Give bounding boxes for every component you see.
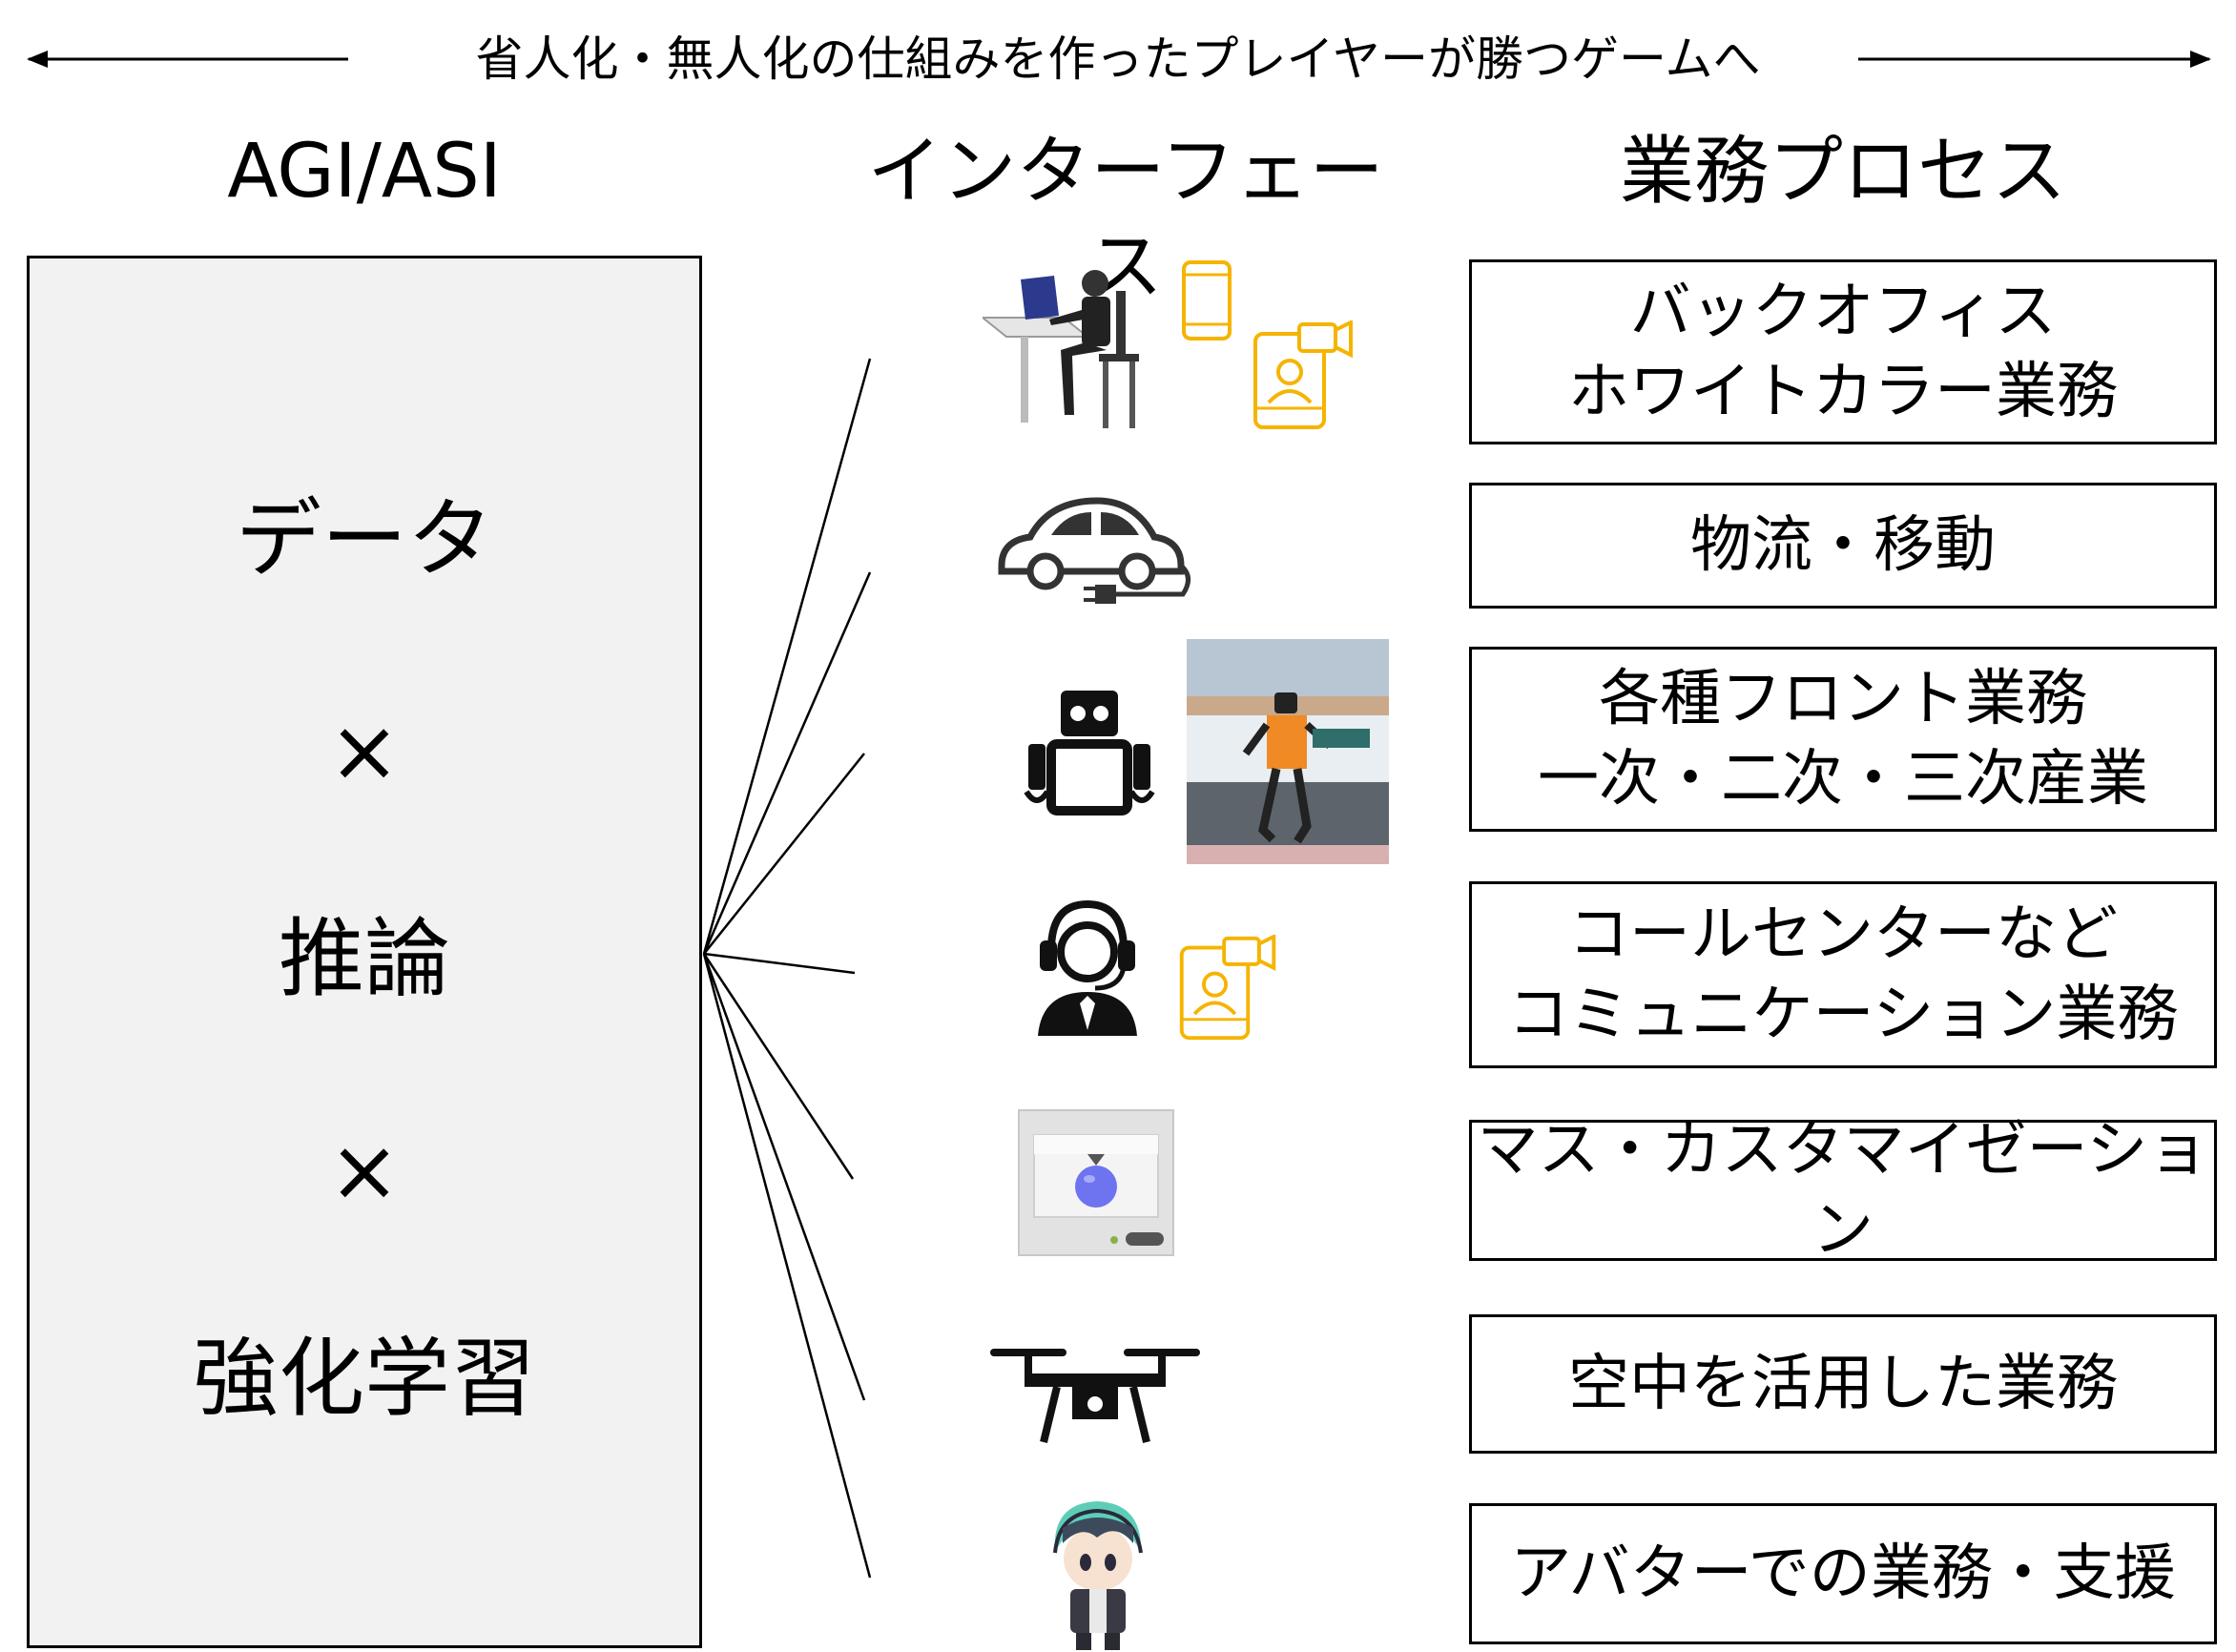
process-line: 空中を活用した業務 [1568, 1349, 2118, 1419]
header-business-process: 業務プロセス [1619, 129, 2066, 215]
robot-icon [1024, 691, 1155, 816]
connector-line [702, 953, 872, 1579]
left-item-data: データ [236, 489, 493, 589]
header-interface: インターフェース [867, 129, 1384, 310]
process-call-center: コールセンターなど コミュニケーション業務 [1469, 881, 2217, 1068]
video-call-icon [1179, 935, 1276, 1041]
process-line: 物流・移動 [1690, 510, 1996, 581]
process-front-office: 各種フロント業務 一次・二次・三次産業 [1469, 647, 2217, 832]
connector-line [702, 953, 866, 1401]
drone-icon [990, 1349, 1200, 1443]
process-back-office: バックオフィス ホワイトカラー業務 [1469, 259, 2217, 444]
process-line: 各種フロント業務 [1599, 664, 2087, 734]
connector-line [702, 571, 872, 955]
process-mass-customization: マス・カスタマイゼーション [1469, 1115, 2217, 1266]
process-avatar: アバターでの業務・支援 [1469, 1503, 2217, 1644]
3d-printer-icon [1018, 1109, 1174, 1256]
banner-text: 省人化・無人化の仕組みを作ったプレイヤーが勝つゲームへ [475, 31, 1761, 87]
agi-asi-box: データ × 推論 × 強化学習 [27, 256, 702, 1648]
process-aerial: 空中を活用した業務 [1469, 1314, 2217, 1454]
connector-line [702, 953, 855, 1180]
banner: 省人化・無人化の仕組みを作ったプレイヤーが勝つゲームへ [0, 21, 2236, 97]
connector-line [703, 952, 856, 975]
office-worker-icon [983, 270, 1139, 428]
avatar-character-icon [1053, 1501, 1143, 1650]
electric-car-icon [998, 497, 1190, 604]
left-item-inference: 推論 [279, 909, 450, 1009]
process-logistics: 物流・移動 [1469, 483, 2217, 609]
process-line: コミュニケーション業務 [1507, 980, 2179, 1050]
connector-line [703, 753, 865, 955]
left-item-times-2: × [328, 1121, 401, 1221]
call-center-operator-icon [1038, 899, 1137, 1036]
video-call-icon [1253, 320, 1353, 429]
left-item-reinforcement-learning: 強化学習 [193, 1329, 536, 1429]
process-line: 一次・二次・三次産業 [1538, 744, 2148, 815]
smartphone-icon [1182, 260, 1232, 341]
process-line: マス・カスタマイゼーション [1477, 1115, 2209, 1266]
process-line: アバターでの業務・支援 [1510, 1538, 2176, 1609]
left-item-times-1: × [328, 701, 401, 801]
process-line: ホワイトカラー業務 [1568, 357, 2118, 427]
header-agi-asi: AGI/ASI [227, 129, 502, 215]
process-line: バックオフィス [1629, 277, 2057, 347]
humanoid-robot-photo [1187, 639, 1389, 864]
process-line: コールセンターなど [1568, 899, 2118, 970]
connector-line [702, 358, 872, 955]
banner-arrows [27, 51, 2211, 68]
